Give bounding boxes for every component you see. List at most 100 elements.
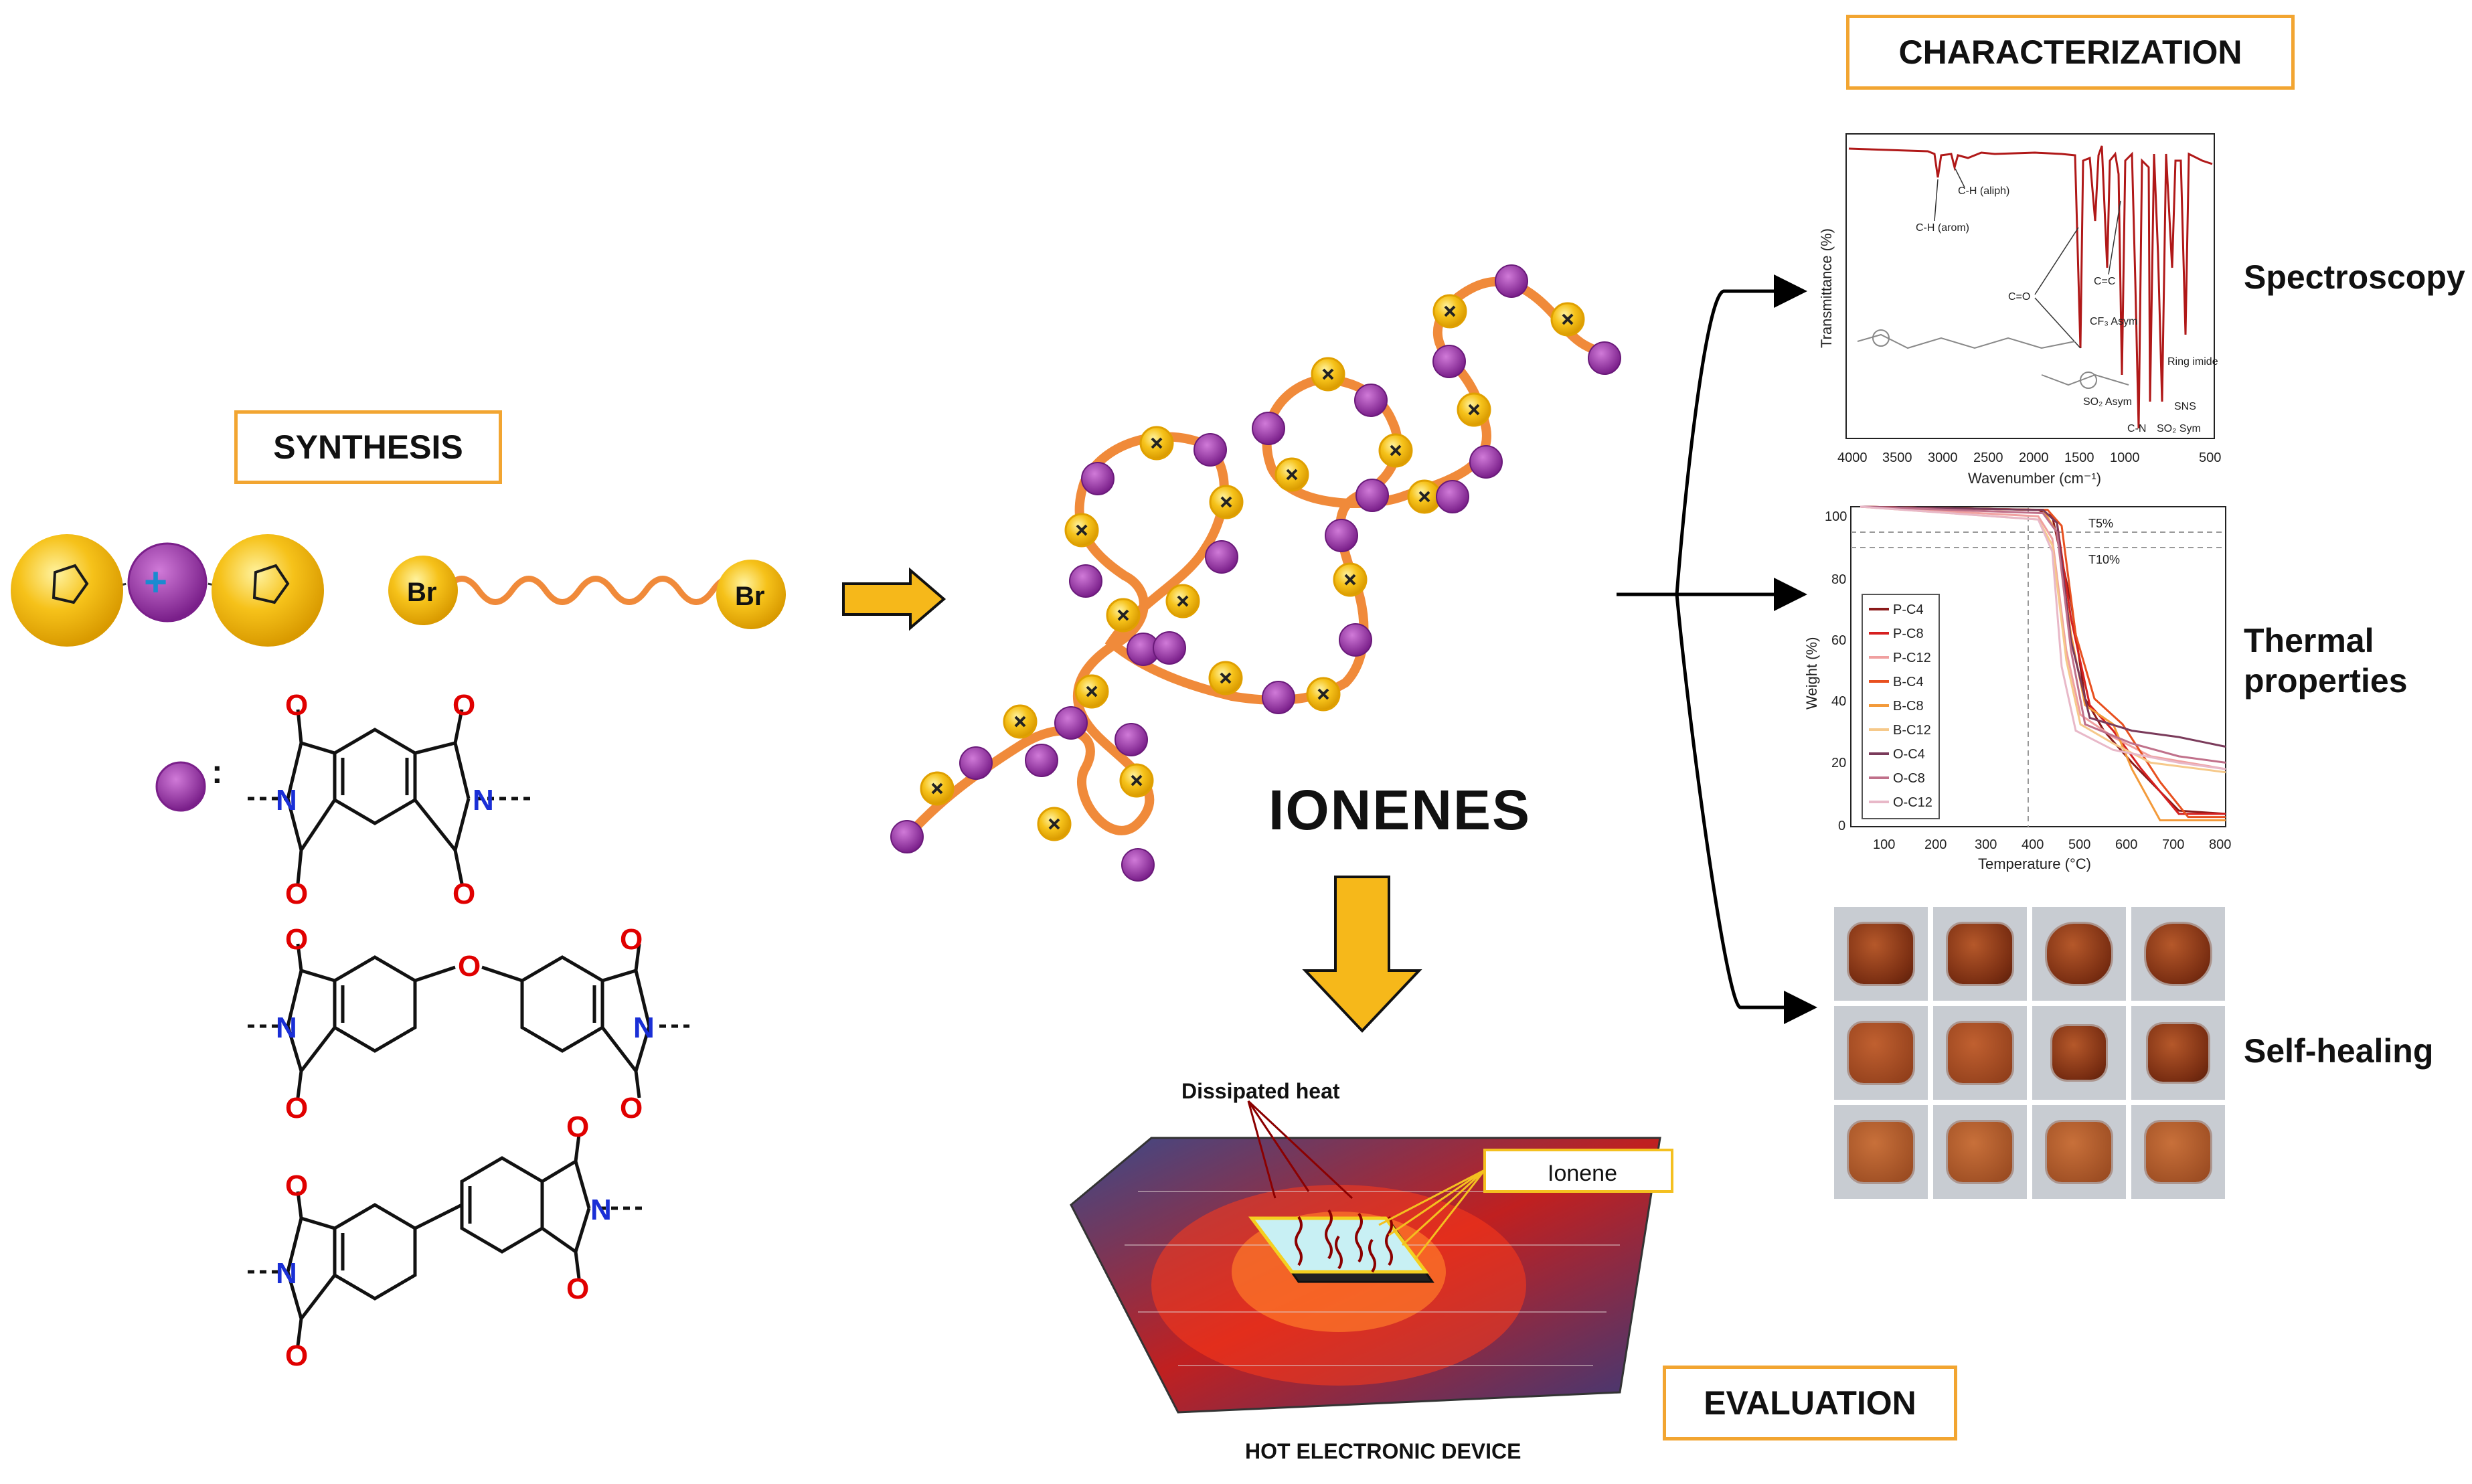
br-left: Br	[407, 578, 436, 607]
ftir-ann-sns: SNS	[2174, 401, 2196, 412]
ftir-ann-so2sym: SO₂ Sym	[2157, 423, 2201, 434]
evaluation-arrow	[1302, 876, 1422, 1033]
hot-device-label: HOT ELECTRONIC DEVICE	[1245, 1439, 1521, 1463]
bpda-structure	[248, 1134, 643, 1346]
synthesis-arrow	[842, 567, 946, 631]
pmda-O2: O	[452, 689, 475, 722]
sample-photo	[2131, 907, 2225, 1001]
bpda-N1: N	[276, 1257, 297, 1290]
ftir-chart: 4000 3500 3000 2500 2000 1500 1000 500 W…	[1818, 133, 2221, 487]
tga-xtick-700: 700	[2162, 837, 2184, 852]
tga-ytick-80: 80	[1831, 572, 1846, 587]
sample-photo	[2032, 907, 2126, 1001]
tga-xtick-600: 600	[2115, 837, 2137, 852]
tga-legend-label: P-C12	[1893, 651, 1931, 665]
tga-series-b-c4	[1860, 505, 2226, 819]
legend-colon: :	[212, 753, 223, 791]
odpa-N1: N	[276, 1011, 297, 1044]
tga-legend-label: O-C4	[1893, 747, 1925, 762]
ionenes-title: IONENES	[1268, 778, 1532, 841]
ftir-ann-so2asym: SO₂ Asym	[2083, 396, 2132, 408]
bpda-O2: O	[285, 1339, 308, 1372]
tga-curves	[1860, 505, 2226, 821]
odpa-O4: O	[620, 1092, 643, 1125]
odpa-ether-O: O	[458, 950, 481, 983]
ftir-ann-ch-aliph: C-H (aliph)	[1958, 185, 2009, 197]
ftir-structure-sketch	[1857, 329, 2129, 389]
br-right: Br	[735, 582, 764, 611]
evaluation-label: EVALUATION	[1663, 1366, 1957, 1440]
ftir-ann-cc: C=C	[2094, 276, 2115, 287]
sample-photo	[2032, 1006, 2126, 1100]
tga-legend-label: O-C12	[1893, 795, 1932, 810]
tga-chart: 100 80 60 40 20 0 100 200 300 400 500 60…	[1803, 505, 2231, 872]
imidazolium-monomer	[11, 534, 324, 647]
odpa-structure	[248, 943, 689, 1098]
synthesis-label: SYNTHESIS	[234, 410, 502, 484]
tga-legend-label: O-C8	[1893, 771, 1925, 786]
ftir-xtick-7: 500	[2199, 450, 2221, 465]
tga-xtick-300: 300	[1975, 837, 1997, 852]
tga-legend-label: B-C4	[1893, 675, 1924, 689]
sample-photo	[1933, 907, 2027, 1001]
ftir-xtick-2: 3000	[1928, 450, 1958, 465]
odpa-O2: O	[620, 923, 643, 956]
sample-photo	[1933, 1105, 2027, 1199]
tga-ylabel: Weight (%)	[1803, 637, 1820, 710]
tga-xtick-500: 500	[2068, 837, 2090, 852]
odpa-O1: O	[285, 923, 308, 956]
pmda-O1: O	[285, 689, 308, 722]
dissipated-heat-label: Dissipated heat	[1181, 1079, 1340, 1103]
tga-legend-label: B-C8	[1893, 699, 1924, 714]
tga-series-o-c4	[1860, 505, 2226, 748]
ionene-chain	[902, 276, 1611, 841]
ftir-xtick-1: 3500	[1882, 450, 1912, 465]
sample-photo	[2131, 1105, 2225, 1199]
sample-photo	[1834, 907, 1928, 1001]
ftir-xtick-4: 2000	[2019, 450, 2049, 465]
tga-legend-label: B-C12	[1893, 723, 1931, 738]
sample-photo	[1834, 1006, 1928, 1100]
thermal-label: Thermal properties	[2244, 622, 2408, 699]
ftir-xtick-5: 1500	[2064, 450, 2094, 465]
odpa-N2: N	[633, 1011, 655, 1044]
ftir-ann-cf3: CF₃ Asym	[2090, 316, 2137, 327]
bpda-O3: O	[566, 1110, 589, 1143]
ftir-xlabel: Wavenumber (cm⁻¹)	[1968, 470, 2101, 487]
ftir-xtick-3: 2500	[1973, 450, 2003, 465]
ftir-ann-ring: Ring imide	[2167, 356, 2218, 367]
ionene-label: Ionene	[1548, 1161, 1617, 1186]
tga-series-o-c8	[1860, 505, 2226, 764]
linker-legend-dot	[155, 761, 206, 812]
ftir-ann-co: C=O	[2008, 291, 2030, 303]
odpa-O3: O	[285, 1092, 308, 1125]
pmda-N1: N	[276, 784, 297, 817]
sample-photo	[1933, 1006, 2027, 1100]
plus-sign: +	[144, 560, 167, 604]
self-healing-photos	[1834, 907, 2225, 1199]
pmda-O3: O	[285, 878, 308, 910]
sample-photo	[2032, 1105, 2126, 1199]
pmda-N2: N	[473, 784, 494, 817]
sample-photo	[2131, 1006, 2225, 1100]
ftir-ann-ch-arom: C-H (arom)	[1916, 222, 1969, 234]
tga-ytick-60: 60	[1831, 633, 1846, 648]
tga-series-b-c8	[1860, 505, 2226, 821]
characterization-arrows	[1617, 274, 1817, 1024]
tga-xtick-200: 200	[1924, 837, 1947, 852]
tga-ytick-40: 40	[1831, 694, 1846, 709]
tga-xtick-400: 400	[2022, 837, 2044, 852]
tga-legend-label: P-C4	[1893, 602, 1924, 617]
sample-photo	[1834, 1105, 1928, 1199]
tga-series-o-c12	[1860, 505, 2226, 770]
bpda-O4: O	[566, 1272, 589, 1305]
ftir-ann-cn: C-N	[2127, 423, 2146, 434]
characterization-label: CHARACTERIZATION	[1846, 15, 2295, 90]
ionene-beads	[890, 264, 1621, 882]
tga-ytick-20: 20	[1831, 756, 1846, 770]
electronic-device	[1070, 1100, 1673, 1414]
bpda-N2: N	[590, 1193, 612, 1226]
self-healing-label: Self-healing	[2244, 1032, 2434, 1070]
tga-legend-label: P-C8	[1893, 627, 1924, 641]
